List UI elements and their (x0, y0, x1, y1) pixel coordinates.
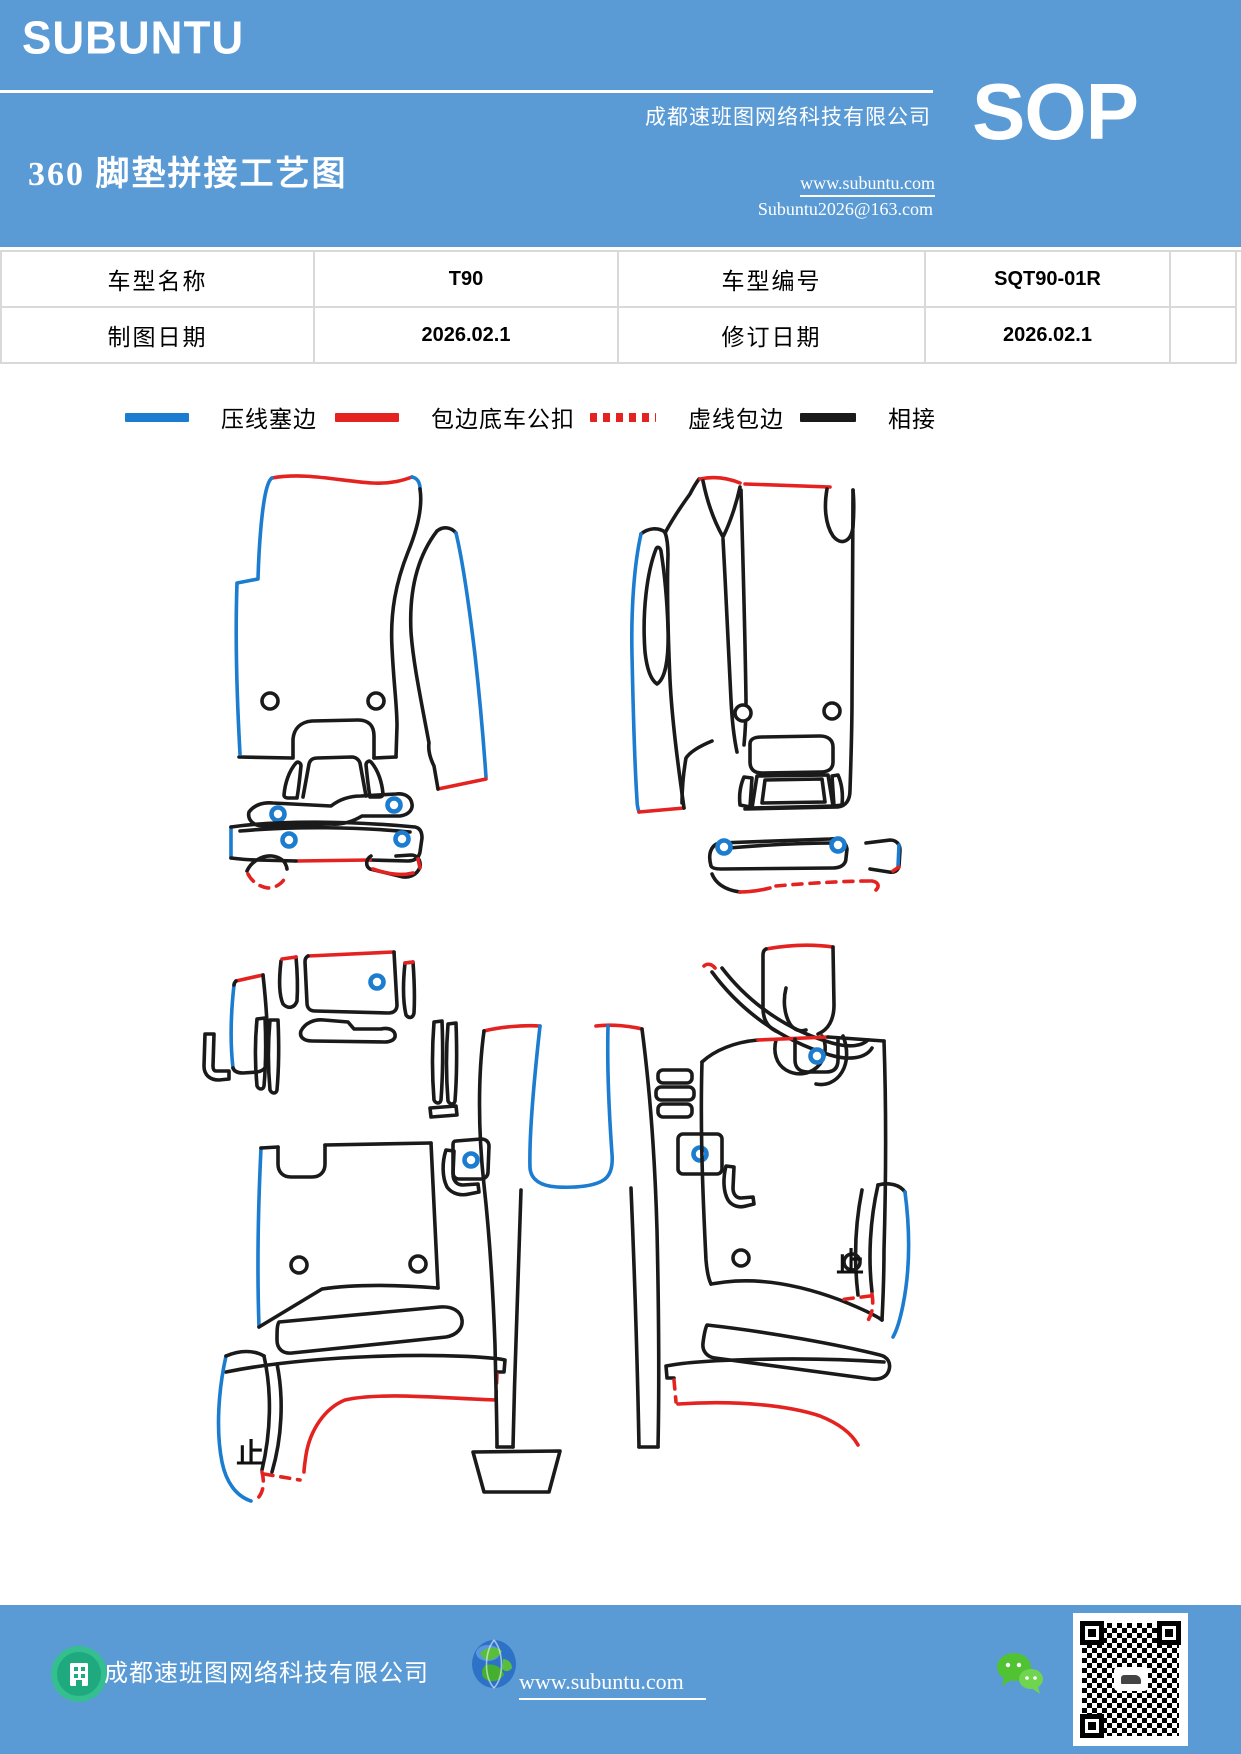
legend-label: 相接 (888, 407, 936, 432)
footer-company-name: 成都速班图网络科技有限公司 (104, 1661, 429, 1687)
legend-label: 包边底车公扣 (431, 407, 575, 432)
footer-website-link[interactable]: www.subuntu.com (519, 1669, 706, 1700)
cell-revise-date-value: 2026.02.1 (926, 308, 1171, 364)
diagram-canvas: 止 (202, 474, 911, 1503)
cell-model-code-label: 车型编号 (619, 252, 926, 308)
red-dashed-line-swatch (590, 412, 656, 422)
page-title: 360 脚垫拼接工艺图 (28, 156, 348, 193)
header-divider (0, 90, 933, 93)
diagram-rear-set-group: 止 (202, 943, 911, 1503)
diagram-front-left-mat-group (229, 474, 488, 890)
table-row: 制图日期 2026.02.1 修订日期 2026.02.1 (2, 308, 1241, 364)
legend-label: 压线塞边 (221, 407, 317, 432)
cell-empty (1171, 252, 1237, 308)
table-row: 车型名称 T90 车型编号 SQT90-01R (2, 252, 1241, 308)
cell-model-name-value: T90 (315, 252, 619, 308)
legend-item-dashed-bind: 虚线包边 (590, 400, 784, 434)
stop-marker-right: 止 (836, 1247, 864, 1278)
black-line-swatch (800, 412, 856, 422)
header-website-link[interactable]: www.subuntu.com (800, 173, 935, 197)
header-email: Subuntu2026@163.com (757, 199, 933, 219)
legend: 压线塞边 包边底车公扣 虚线包边 相接 (0, 400, 1241, 434)
info-table: 车型名称 T90 车型编号 SQT90-01R 制图日期 2026.02.1 修… (0, 250, 1241, 364)
legend-label: 虚线包边 (688, 407, 784, 432)
legend-item-bind-buckle: 包边底车公扣 (335, 400, 575, 434)
cell-empty (1171, 308, 1237, 364)
brand-logo: SUBUNTU (22, 12, 245, 65)
globe-icon (470, 1639, 518, 1698)
stop-marker-left: 止 (236, 1438, 264, 1469)
sop-label: SOP (972, 67, 1139, 156)
header: SUBUNTU 360 脚垫拼接工艺图 成都速班图网络科技有限公司 www.su… (0, 0, 1241, 247)
cell-model-name-label: 车型名称 (2, 252, 315, 308)
footer: 成都速班图网络科技有限公司 www.subuntu.com (0, 1605, 1241, 1754)
legend-item-join: 相接 (800, 400, 936, 434)
cell-draw-date-label: 制图日期 (2, 308, 315, 364)
header-company-name: 成都速班图网络科技有限公司 (645, 105, 931, 129)
legend-item-press-edge: 压线塞边 (125, 400, 317, 434)
wechat-icon[interactable] (992, 1647, 1048, 1704)
blue-line-swatch (125, 412, 189, 422)
qr-center-logo (1114, 1667, 1148, 1691)
cell-revise-date-label: 修订日期 (619, 308, 926, 364)
red-line-swatch (335, 412, 399, 422)
building-icon (50, 1645, 108, 1708)
qr-code (1073, 1613, 1188, 1746)
cell-draw-date-value: 2026.02.1 (315, 308, 619, 364)
diagram-front-right-mat-group (630, 475, 902, 894)
cell-model-code-value: SQT90-01R (926, 252, 1171, 308)
qr-pattern (1080, 1621, 1181, 1738)
